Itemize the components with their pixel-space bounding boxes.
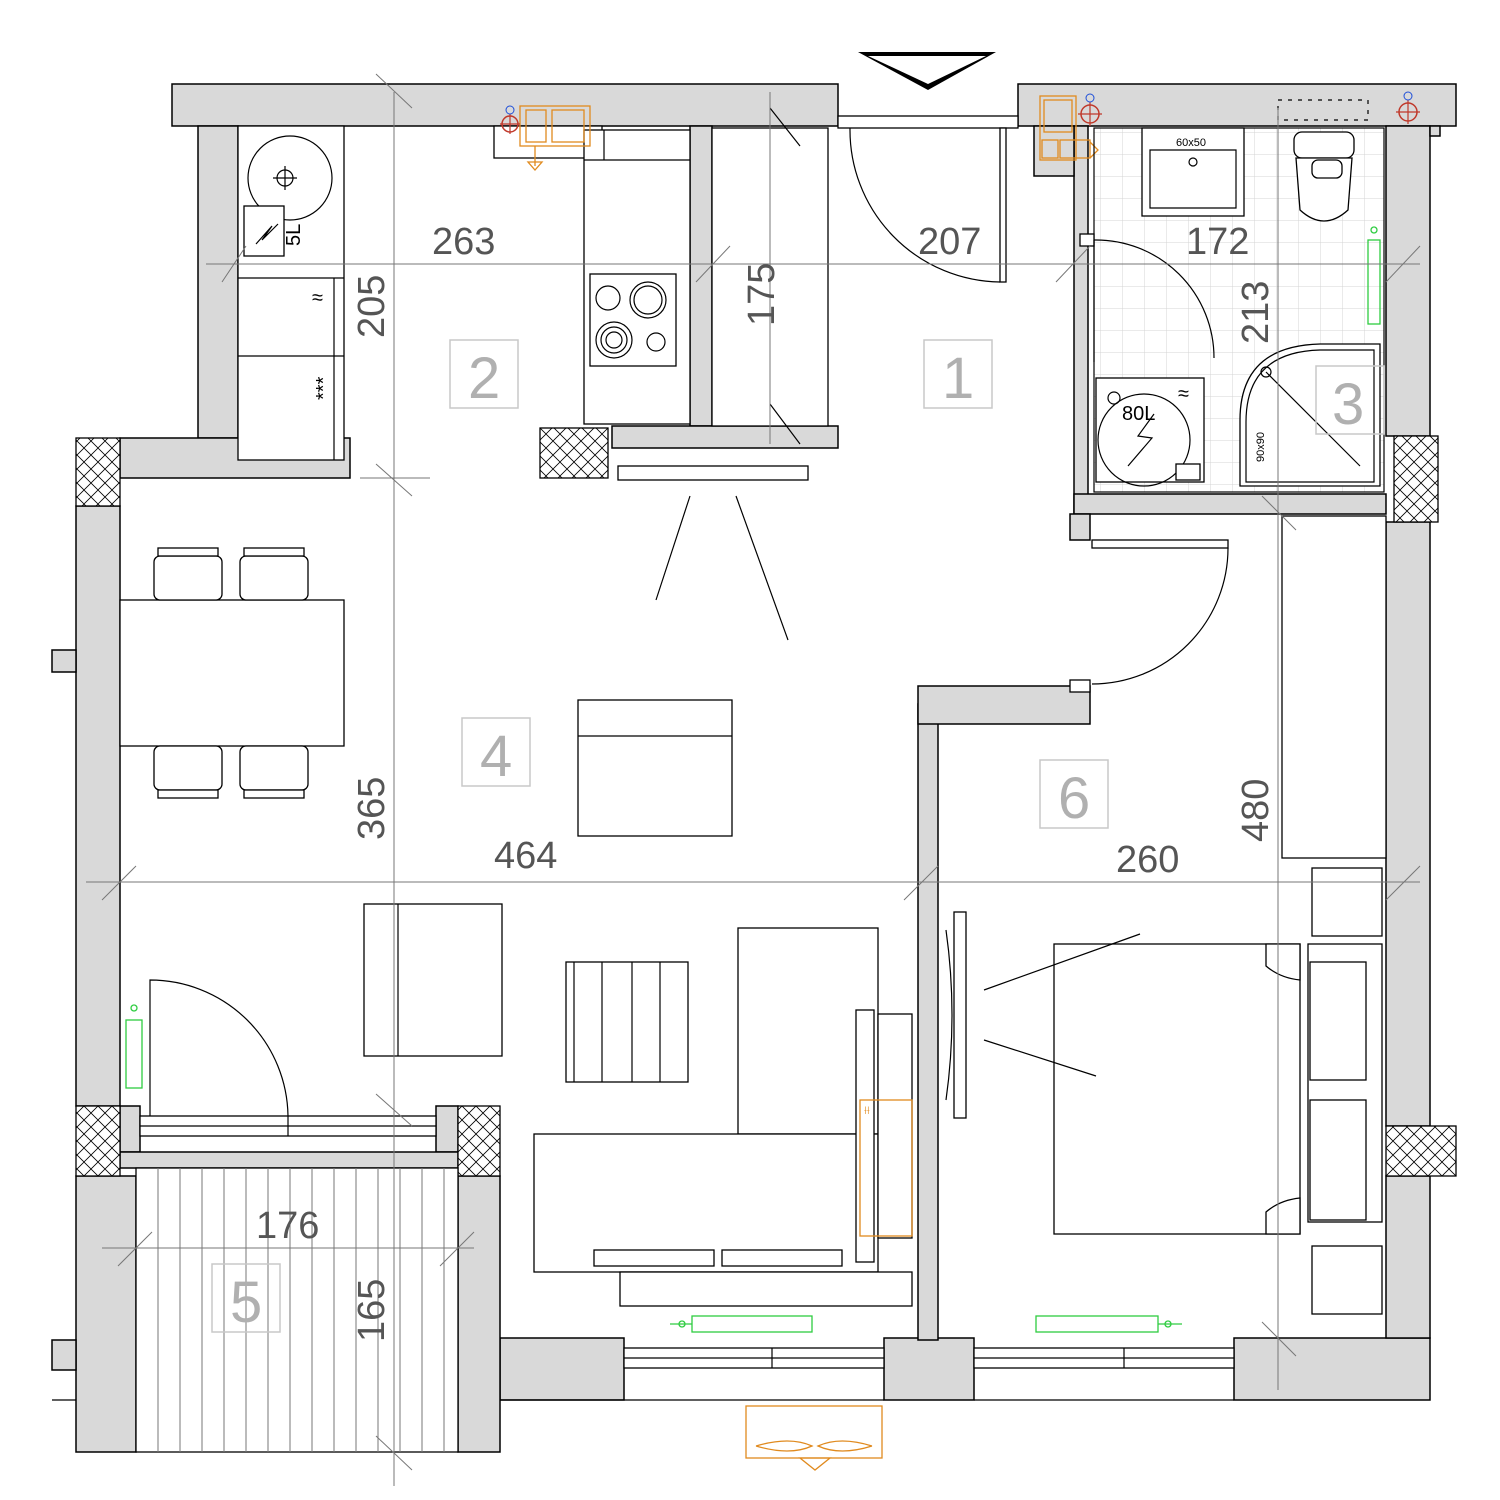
balcony-radiator xyxy=(125,1004,143,1089)
dim-balcony-width: 176 xyxy=(256,1205,319,1247)
dim-bath-depth: 213 xyxy=(1235,281,1277,344)
stove-icon xyxy=(589,273,677,367)
bedroom-door[interactable] xyxy=(1069,539,1229,693)
room-number-2: 2 xyxy=(468,346,500,411)
boiler-capacity: 80L xyxy=(1122,403,1155,425)
coffee-table xyxy=(565,961,689,1083)
room-number-6: 6 xyxy=(1058,766,1090,831)
bathroom-radiator xyxy=(1367,226,1381,325)
living-radiator xyxy=(670,1315,813,1333)
sink-icon xyxy=(243,135,333,257)
room-number-5: 5 xyxy=(230,1270,262,1335)
shower-tray xyxy=(1239,343,1381,487)
dim-balcony-depth: 165 xyxy=(351,1279,393,1342)
nightstands xyxy=(1311,867,1383,1315)
toilet-icon xyxy=(1277,99,1369,222)
dim-kitchen-depth: 205 xyxy=(351,275,393,338)
dim-hall-depth: 175 xyxy=(741,263,783,326)
boiler-mark: ≈ xyxy=(1178,383,1189,405)
room-number-1: 1 xyxy=(942,346,974,411)
bathroom-door[interactable] xyxy=(1079,233,1215,362)
side-chair xyxy=(363,903,503,1057)
dim-hall-width: 207 xyxy=(918,221,981,263)
window-bedroom xyxy=(973,1347,1235,1401)
fridge-mark: ≈ xyxy=(312,287,323,309)
dim-kitchen-width: 263 xyxy=(432,221,495,263)
bedroom-tv xyxy=(945,911,1141,1119)
window-living xyxy=(623,1347,885,1401)
bedroom-wardrobe xyxy=(1281,515,1387,859)
dim-living-depth: 365 xyxy=(351,777,393,840)
columns xyxy=(75,427,1457,1177)
bedroom-radiator xyxy=(1035,1315,1182,1333)
bed xyxy=(1053,943,1383,1235)
dim-living-width: 464 xyxy=(494,835,557,877)
dim-bedroom-width: 260 xyxy=(1116,839,1179,881)
room-number-3: 3 xyxy=(1332,372,1364,437)
socket-outlet-living xyxy=(859,1099,913,1237)
washbasin-icon xyxy=(1141,127,1245,217)
shower-size: 90x90 xyxy=(1255,432,1267,462)
sofa xyxy=(533,927,913,1307)
ventilation-icon xyxy=(745,1405,883,1471)
balcony-door[interactable] xyxy=(139,979,437,1137)
freezer-mark: *** xyxy=(313,376,335,400)
socket-outlets xyxy=(519,95,1099,171)
walls xyxy=(51,83,1457,1453)
dim-bath-width: 172 xyxy=(1186,221,1249,263)
gas-valve-icon xyxy=(500,91,1420,134)
washbasin-size: 60x50 xyxy=(1176,137,1206,149)
dining-table xyxy=(119,547,345,799)
dimension-lines xyxy=(86,73,1421,1486)
tv-unit xyxy=(617,465,809,641)
room-number-4: 4 xyxy=(480,724,512,789)
balcony-floor xyxy=(135,1167,459,1453)
dim-bedroom-depth: 480 xyxy=(1235,779,1277,842)
sink-label: 5L xyxy=(283,224,305,246)
armchair xyxy=(577,699,733,837)
boiler-icon xyxy=(1095,377,1205,487)
svg-text:⟊⟊: ⟊⟊ xyxy=(864,1105,870,1117)
kitchen-counter-left xyxy=(237,125,345,461)
entrance-door[interactable] xyxy=(837,115,1019,283)
